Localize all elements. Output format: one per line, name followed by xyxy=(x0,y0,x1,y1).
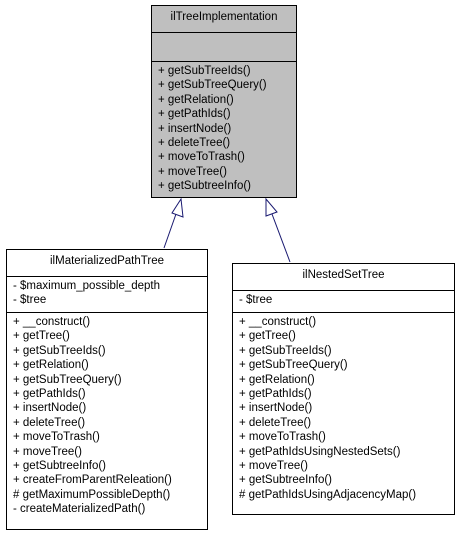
inheritance-edge-left xyxy=(163,213,177,249)
methods-section: + __construct() + getTree() + getSubTree… xyxy=(233,312,454,504)
method: + getSubtreeInfo() xyxy=(239,474,333,487)
method: + getSubTreeQuery() xyxy=(158,79,267,92)
class-name: ilTreeImplementation xyxy=(170,11,278,23)
inheritance-arrowhead-right xyxy=(265,197,278,217)
attribute: - $tree xyxy=(239,294,273,306)
method: + getRelation() xyxy=(239,373,315,386)
methods-section: + getSubTreeIds() + getSubTreeQuery() + … xyxy=(152,61,296,196)
method: + getPathIds() xyxy=(13,388,86,401)
method: + moveToTrash() xyxy=(239,431,326,444)
method: - createMaterializedPath() xyxy=(13,503,146,516)
class-name: ilMaterializedPathTree xyxy=(50,255,164,267)
method: + getSubtreeInfo() xyxy=(13,460,107,473)
method: + getSubTreeQuery() xyxy=(13,373,122,386)
method: + getPathIds() xyxy=(239,388,312,401)
method: + getSubTreeQuery() xyxy=(239,359,348,372)
method: + moveToTrash() xyxy=(13,431,100,444)
method: + getRelation() xyxy=(158,93,234,106)
method: + insertNode() xyxy=(239,402,313,415)
class-box-ilTreeImplementation[interactable]: ilTreeImplementation + getSubTreeIds() +… xyxy=(151,5,297,198)
method: # getPathIdsUsingAdjacencyMap() xyxy=(239,488,417,501)
method: + getPathIds() xyxy=(158,108,231,121)
inheritance-arrowhead-left xyxy=(171,197,184,218)
method: + insertNode() xyxy=(158,122,232,135)
attribute: - $tree xyxy=(13,294,47,307)
attribute: - $maximum_possible_depth xyxy=(13,280,161,292)
method: + moveToTrash() xyxy=(158,151,245,164)
method: + getSubTreeIds() xyxy=(13,344,106,357)
method: + moveTree() xyxy=(239,460,308,473)
class-box-ilMaterializedPathTree[interactable]: ilMaterializedPathTree - $maximum_possib… xyxy=(6,249,208,530)
method: + getSubTreeIds() xyxy=(239,344,332,357)
class-name: ilNestedSetTree xyxy=(302,269,385,281)
method: + getTree() xyxy=(13,330,70,343)
method: + deleteTree() xyxy=(158,137,231,150)
attributes-section xyxy=(152,32,296,61)
method: # getMaximumPossibleDepth() xyxy=(13,488,171,501)
method: + moveTree() xyxy=(158,165,227,178)
method: + getTree() xyxy=(239,330,296,343)
attributes-section: - $tree xyxy=(233,290,454,312)
method: + moveTree() xyxy=(13,445,82,458)
method: + insertNode() xyxy=(13,402,87,415)
method: + getRelation() xyxy=(13,359,89,372)
attributes-section: - $maximum_possible_depth - $tree xyxy=(7,276,207,312)
method: + deleteTree() xyxy=(239,416,312,429)
method: + __construct() xyxy=(13,316,91,328)
method: + getSubTreeIds() xyxy=(158,65,251,77)
methods-section: + __construct() + getTree() + getSubTree… xyxy=(7,312,207,519)
method: + getSubtreeInfo() xyxy=(158,180,252,193)
method: + getPathIdsUsingNestedSets() xyxy=(239,445,401,458)
class-box-ilNestedSetTree[interactable]: ilNestedSetTree - $tree + __construct() … xyxy=(232,263,455,515)
method: + __construct() xyxy=(239,316,317,328)
method: + deleteTree() xyxy=(13,416,86,429)
inheritance-edge-right xyxy=(271,213,291,263)
method: + createFromParentReleation() xyxy=(13,474,172,487)
